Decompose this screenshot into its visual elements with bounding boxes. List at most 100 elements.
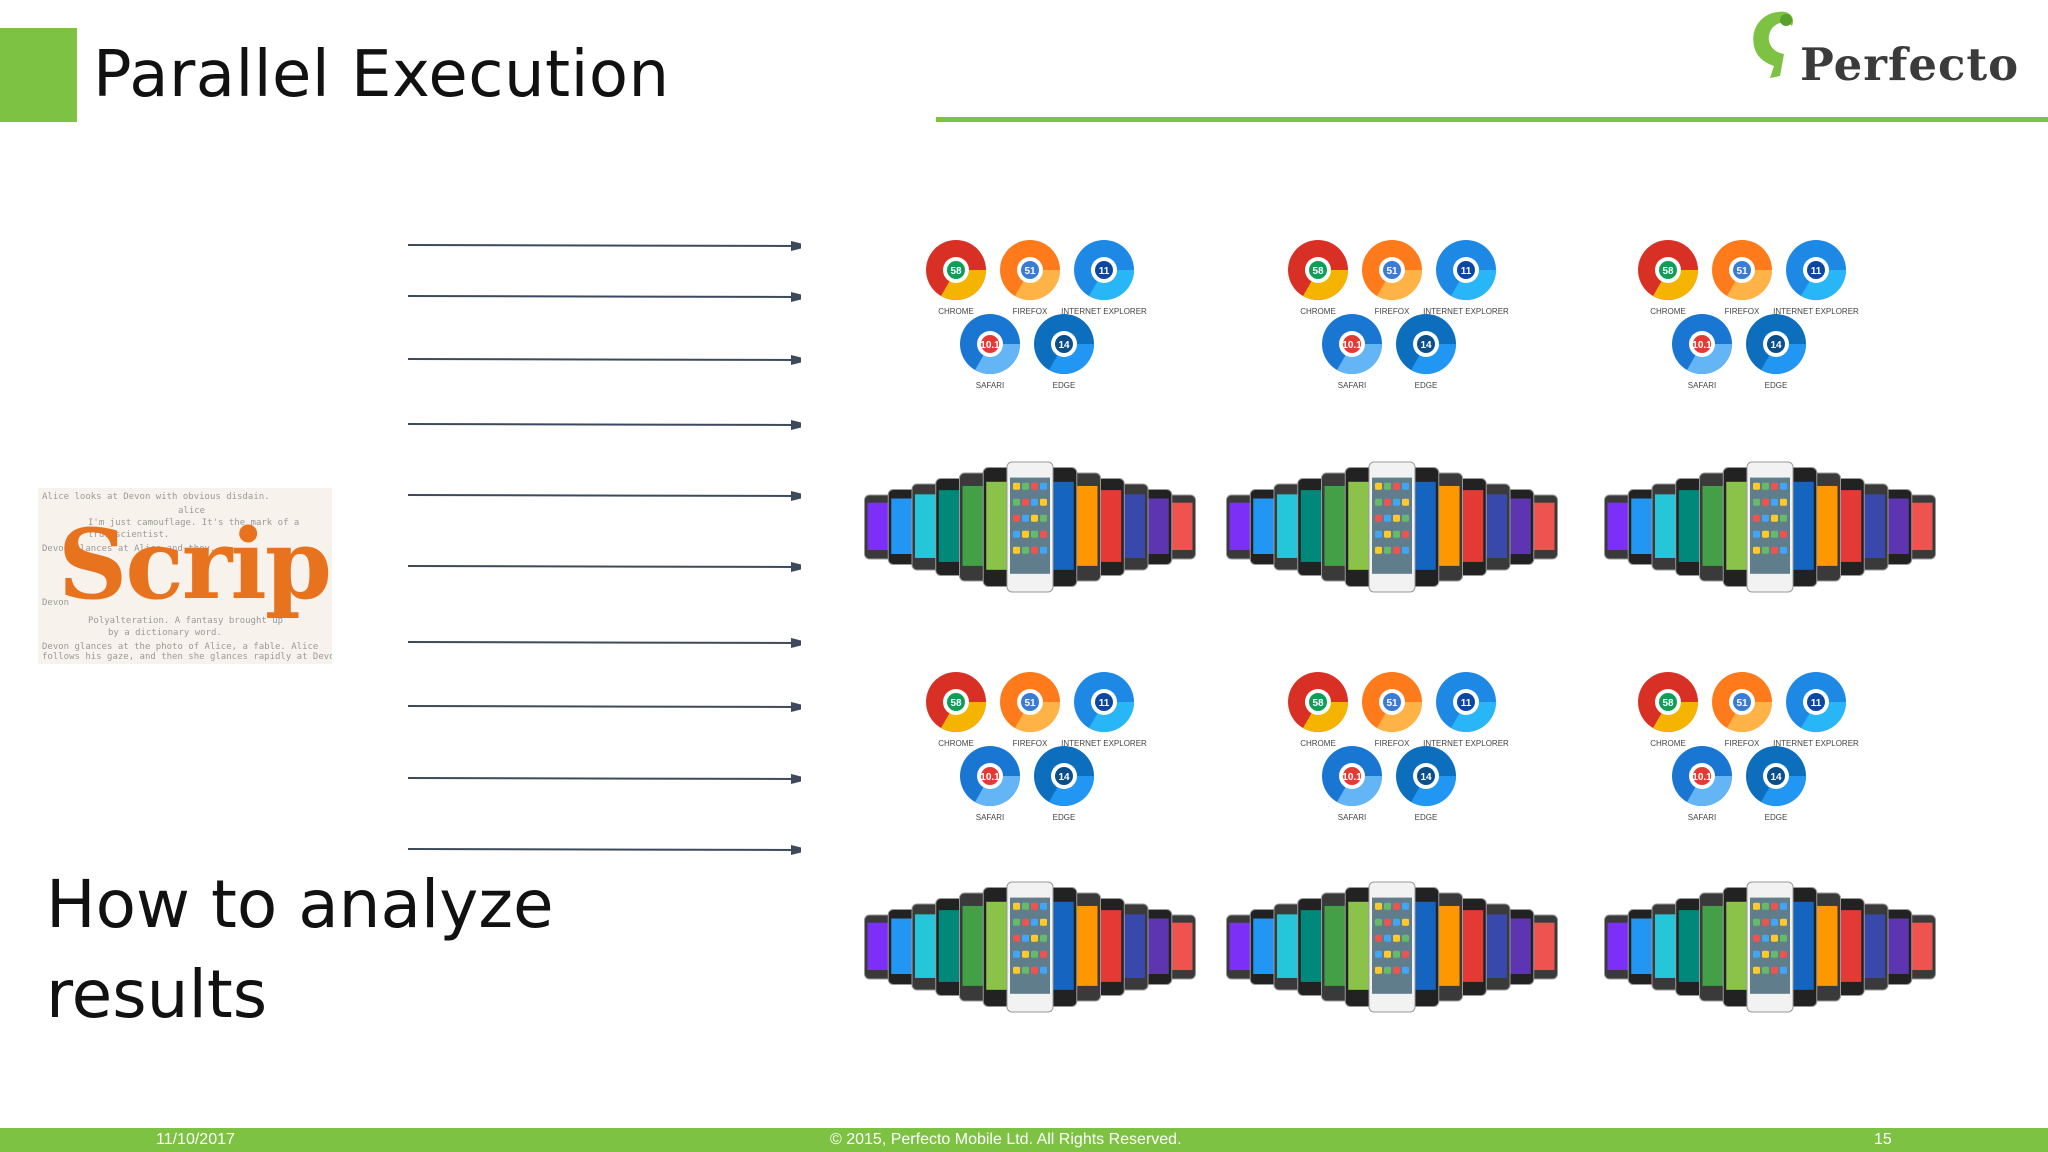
app-icon xyxy=(1013,498,1020,506)
app-icon xyxy=(1780,482,1787,490)
arrow xyxy=(407,359,800,360)
perfecto-logo: Perfecto xyxy=(1740,6,2018,96)
browser-label: SAFARI xyxy=(1338,813,1366,822)
app-icon xyxy=(1013,530,1020,538)
script-line: Devon glances at the photo of Alice, a f… xyxy=(42,642,319,652)
script-line: true scientist. xyxy=(88,530,170,540)
app-icon xyxy=(1780,934,1787,942)
app-icon xyxy=(1762,498,1769,506)
browser-label: EDGE xyxy=(1765,813,1788,822)
app-icon xyxy=(1771,902,1778,910)
browser-label: SAFARI xyxy=(1338,381,1366,390)
app-icon xyxy=(1040,498,1047,506)
browser-label: CHROME xyxy=(938,739,974,748)
script-line: alice xyxy=(178,506,206,516)
browser-label: CHROME xyxy=(938,307,974,316)
footer-date: 11/10/2017 xyxy=(156,1131,235,1148)
app-icon xyxy=(1762,934,1769,942)
app-icon xyxy=(1780,902,1787,910)
app-icon xyxy=(1375,482,1382,490)
app-icon xyxy=(1375,902,1382,910)
app-icon xyxy=(1375,918,1382,926)
app-icon xyxy=(1022,966,1029,974)
app-icon xyxy=(1771,514,1778,522)
app-icon xyxy=(1031,546,1038,554)
browser-version: 10.1 xyxy=(980,340,1000,351)
script-line: Alice looks at Devon with obvious disdai… xyxy=(42,492,270,502)
script-line: Devon glances at Alice and they... xyxy=(42,544,227,554)
browser-version: 58 xyxy=(1662,266,1674,277)
app-icon xyxy=(1040,918,1047,926)
app-icon xyxy=(1762,966,1769,974)
app-icon xyxy=(1013,966,1020,974)
browser-label: FIREFOX xyxy=(1725,739,1760,748)
browser-label: INTERNET EXPLORER xyxy=(1061,739,1147,748)
app-icon xyxy=(1013,514,1020,522)
app-icon xyxy=(1780,530,1787,538)
app-icon xyxy=(1022,902,1029,910)
app-icon xyxy=(1031,934,1038,942)
app-icon xyxy=(1393,482,1400,490)
browser-label: EDGE xyxy=(1053,813,1076,822)
app-icon xyxy=(1384,966,1391,974)
browser-label: EDGE xyxy=(1053,381,1076,390)
browser-version: 58 xyxy=(1662,698,1674,709)
app-icon xyxy=(1393,514,1400,522)
app-icon xyxy=(1762,902,1769,910)
app-icon xyxy=(1393,498,1400,506)
app-icon xyxy=(1393,918,1400,926)
app-icon xyxy=(1013,546,1020,554)
app-icon xyxy=(1013,482,1020,490)
app-icon xyxy=(1753,482,1760,490)
arrow xyxy=(407,642,800,643)
arrow xyxy=(407,706,800,707)
app-icon xyxy=(1040,530,1047,538)
perfecto-logo-icon xyxy=(1753,11,1794,78)
app-icon xyxy=(1013,934,1020,942)
app-icon xyxy=(1384,950,1391,958)
browser-version: 51 xyxy=(1736,266,1748,277)
browser-label: FIREFOX xyxy=(1375,307,1410,316)
header-rule xyxy=(936,117,2048,122)
browser-version: 14 xyxy=(1420,772,1432,783)
footer-copyright: © 2015, Perfecto Mobile Ltd. All Rights … xyxy=(830,1131,1182,1148)
app-icon xyxy=(1013,950,1020,958)
app-icon xyxy=(1780,514,1787,522)
browser-label: EDGE xyxy=(1415,381,1438,390)
browser-label: INTERNET EXPLORER xyxy=(1773,307,1859,316)
app-icon xyxy=(1031,482,1038,490)
browser-version: 10.1 xyxy=(1692,772,1712,783)
app-icon xyxy=(1040,546,1047,554)
device-fan xyxy=(864,461,1196,593)
browser-label: INTERNET EXPLORER xyxy=(1061,307,1147,316)
browser-label: FIREFOX xyxy=(1725,307,1760,316)
script-line: by a dictionary word. xyxy=(108,628,222,638)
app-icon xyxy=(1753,902,1760,910)
device-fan xyxy=(1604,461,1936,593)
footer-page-number: 15 xyxy=(1874,1131,1892,1148)
scripts-word: Scripts xyxy=(58,508,332,621)
script-line: Polyalteration. A fantasy brought up xyxy=(88,616,284,626)
browser-label: EDGE xyxy=(1415,813,1438,822)
browser-version: 10.1 xyxy=(1692,340,1712,351)
app-icon xyxy=(1402,966,1409,974)
app-icon xyxy=(1771,546,1778,554)
arrow xyxy=(407,849,800,850)
arrow xyxy=(407,566,800,567)
app-icon xyxy=(1384,918,1391,926)
browser-version: 10.1 xyxy=(980,772,1000,783)
app-icon xyxy=(1040,950,1047,958)
app-icon xyxy=(1753,934,1760,942)
app-icon xyxy=(1022,546,1029,554)
browser-version: 51 xyxy=(1024,698,1036,709)
app-icon xyxy=(1375,950,1382,958)
